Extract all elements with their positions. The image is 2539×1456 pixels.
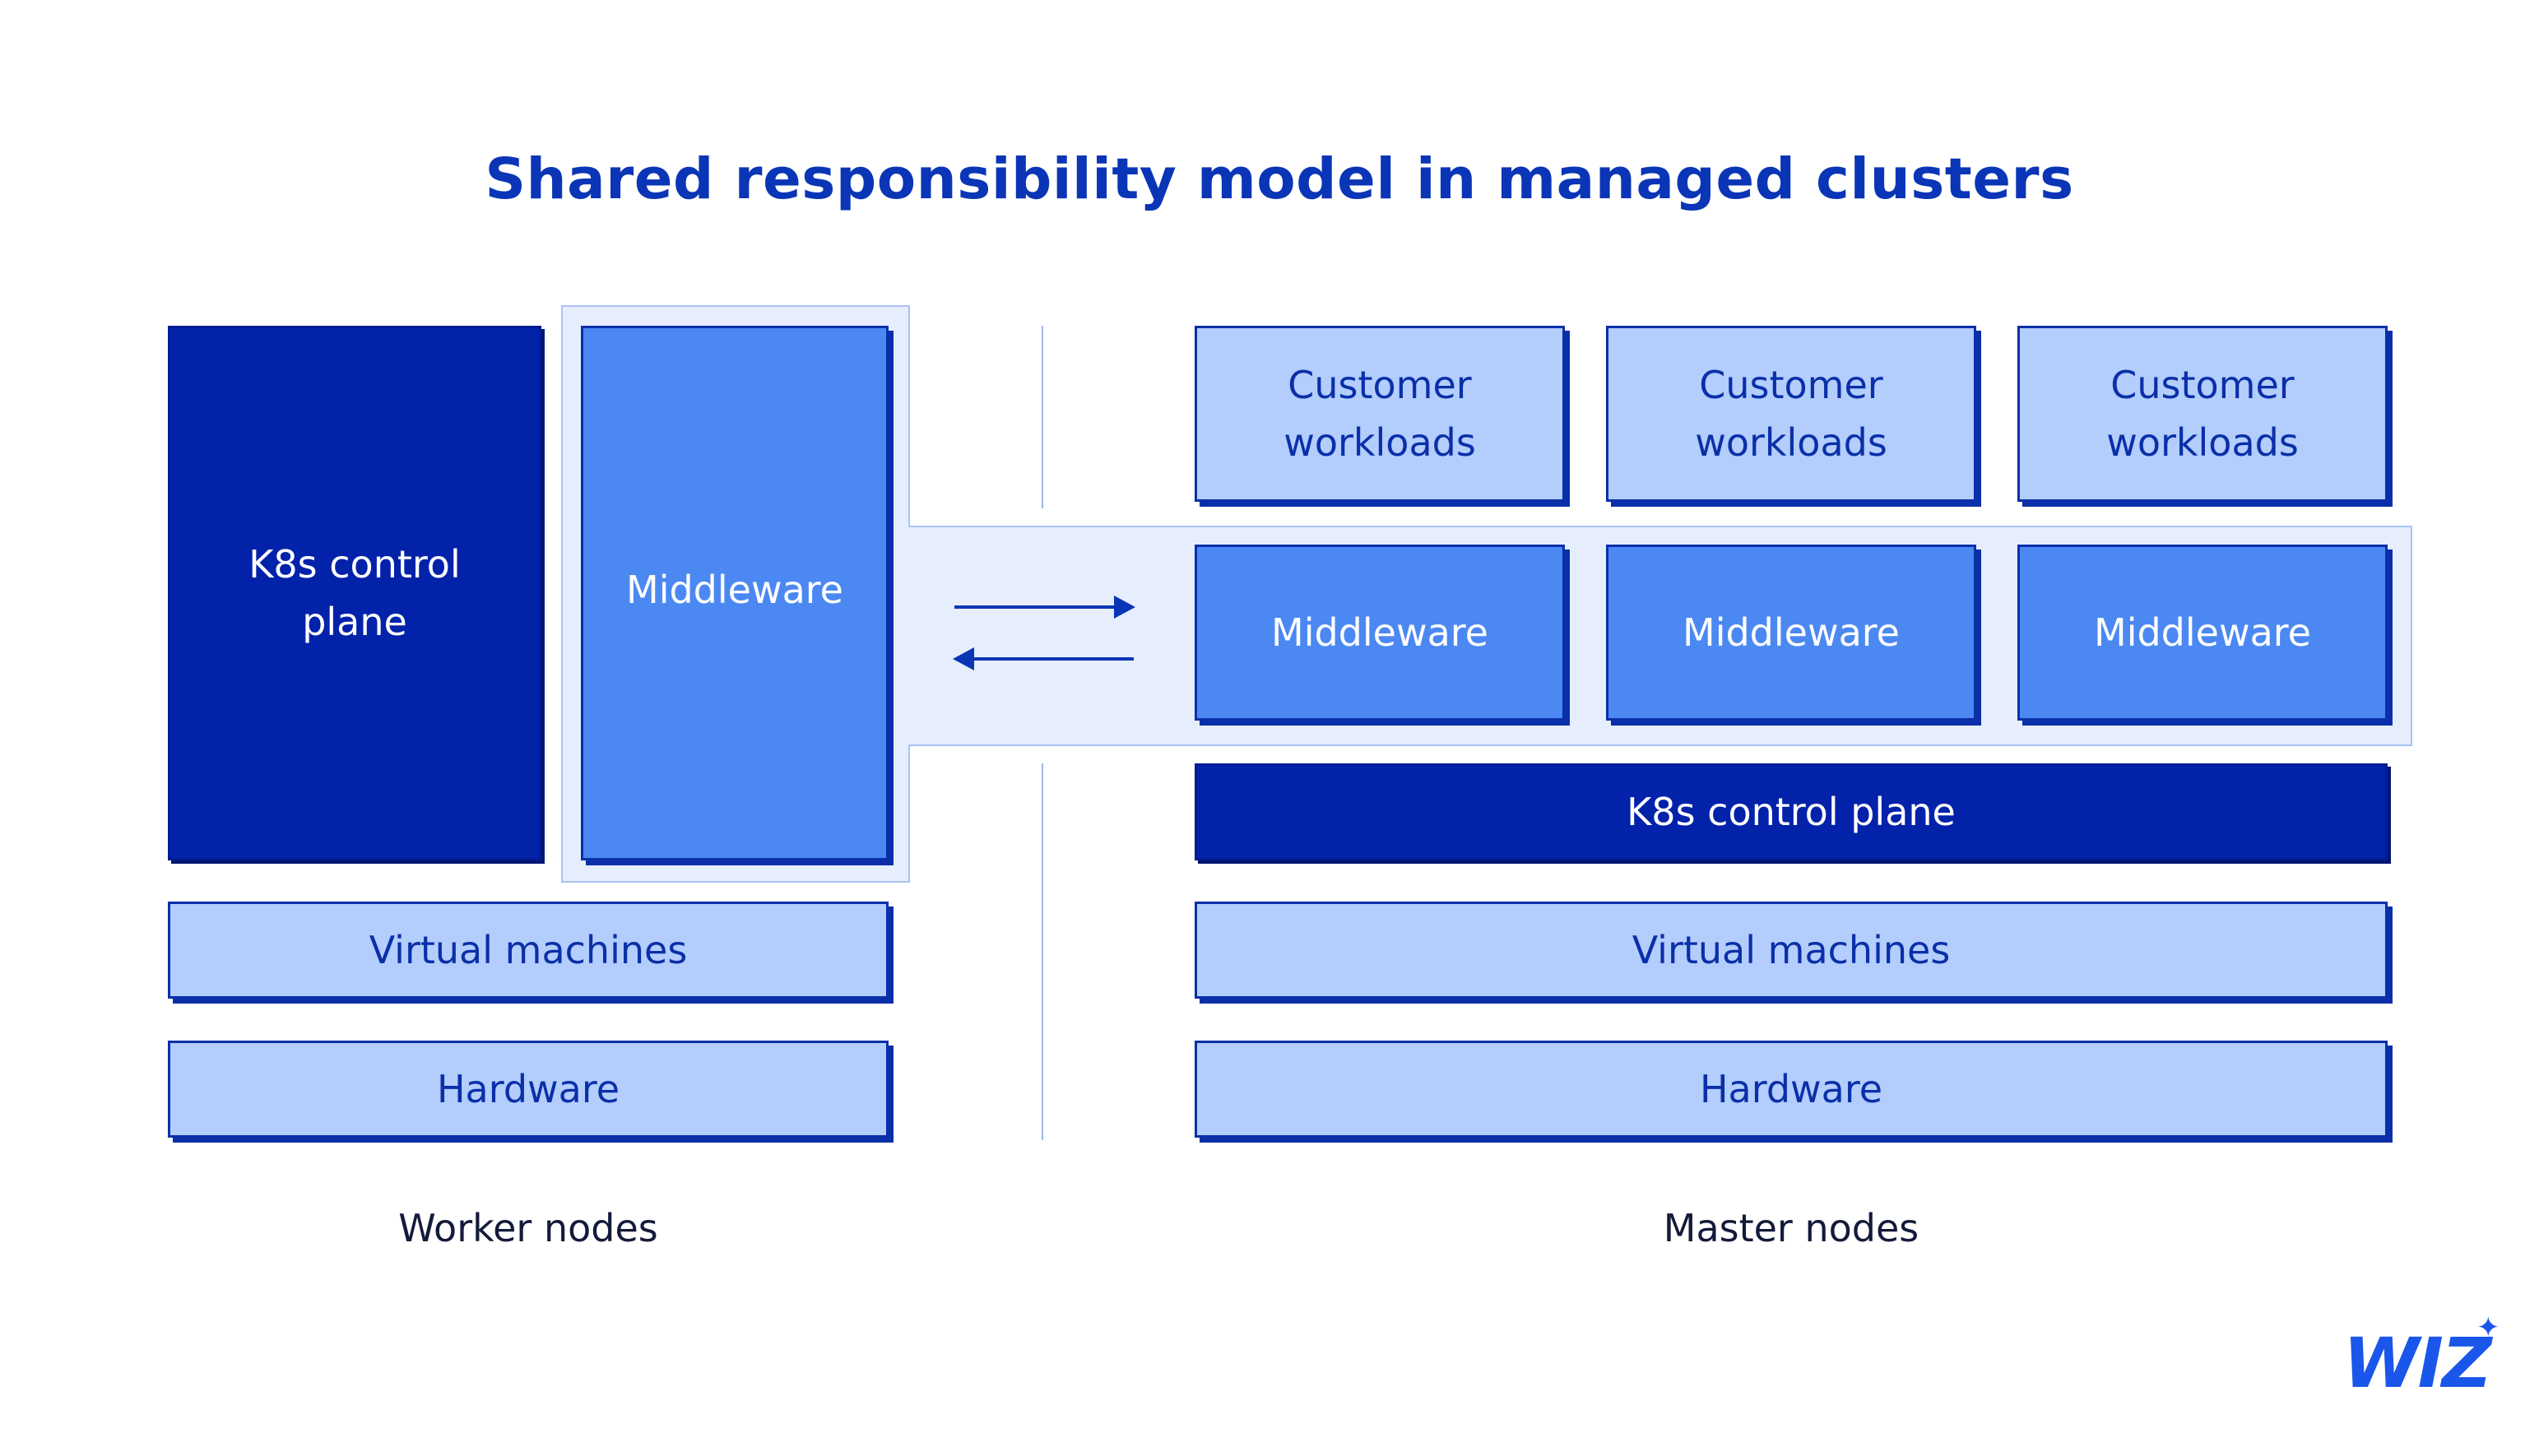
- worker-middleware-label: Middleware: [626, 568, 843, 612]
- master-workloads-1-label: Customer workloads: [1283, 363, 1476, 465]
- sparkle-icon: ✦: [2476, 1311, 2500, 1344]
- page-title: Shared responsibility model in managed c…: [485, 146, 2074, 212]
- worker-hardware: Hardware: [168, 1041, 889, 1138]
- master-middleware-3: Middleware: [2017, 545, 2388, 721]
- worker-control-plane-label: K8s control plane: [248, 542, 461, 644]
- master-middleware-1-label: Middleware: [1271, 610, 1488, 655]
- master-control-plane-label: K8s control plane: [1627, 790, 1956, 834]
- master-hardware: Hardware: [1195, 1041, 2388, 1138]
- master-workloads-3-label: Customer workloads: [2106, 363, 2299, 465]
- master-workloads-3: Customer workloads: [2017, 326, 2388, 502]
- master-control-plane: K8s control plane: [1195, 763, 2388, 860]
- worker-virtual-machines-label: Virtual machines: [369, 928, 688, 972]
- master-workloads-2: Customer workloads: [1606, 326, 1976, 502]
- master-middleware-2: Middleware: [1606, 545, 1976, 721]
- master-virtual-machines-label: Virtual machines: [1632, 928, 1951, 972]
- divider-bottom: [1042, 763, 1043, 1140]
- worker-virtual-machines: Virtual machines: [168, 902, 889, 999]
- wiz-logo-text: WIZ: [2343, 1323, 2492, 1403]
- master-workloads-1: Customer workloads: [1195, 326, 1565, 502]
- middleware-highlight-seam: [907, 527, 912, 744]
- divider-top: [1042, 326, 1043, 508]
- bidirectional-arrows-icon: [953, 596, 1135, 670]
- worker-middleware: Middleware: [581, 326, 889, 860]
- master-virtual-machines: Virtual machines: [1195, 902, 2388, 999]
- master-middleware-1: Middleware: [1195, 545, 1565, 721]
- worker-nodes-caption: Worker nodes: [398, 1206, 658, 1250]
- master-middleware-2-label: Middleware: [1683, 610, 1900, 655]
- worker-hardware-label: Hardware: [436, 1067, 620, 1111]
- master-hardware-label: Hardware: [1699, 1067, 1883, 1111]
- worker-control-plane: K8s control plane: [168, 326, 541, 860]
- wiz-logo: WIZ: [2343, 1323, 2492, 1403]
- master-nodes-caption: Master nodes: [1663, 1206, 1919, 1250]
- master-middleware-3-label: Middleware: [2094, 610, 2311, 655]
- master-workloads-2-label: Customer workloads: [1695, 363, 1887, 465]
